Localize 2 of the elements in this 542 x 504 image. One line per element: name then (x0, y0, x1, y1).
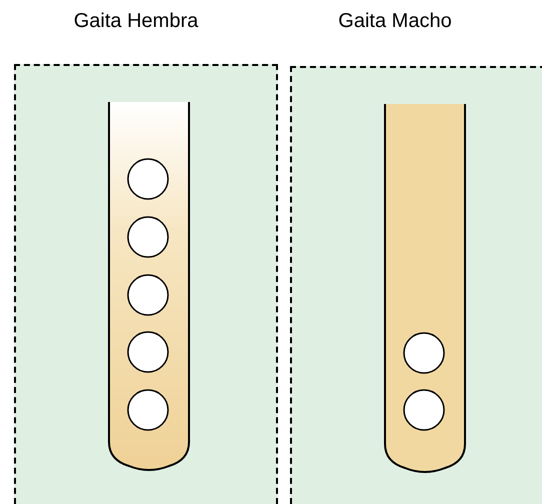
panel-title: Gaita Hembra (72, 9, 200, 34)
panel-title: Gaita Macho (337, 9, 453, 34)
